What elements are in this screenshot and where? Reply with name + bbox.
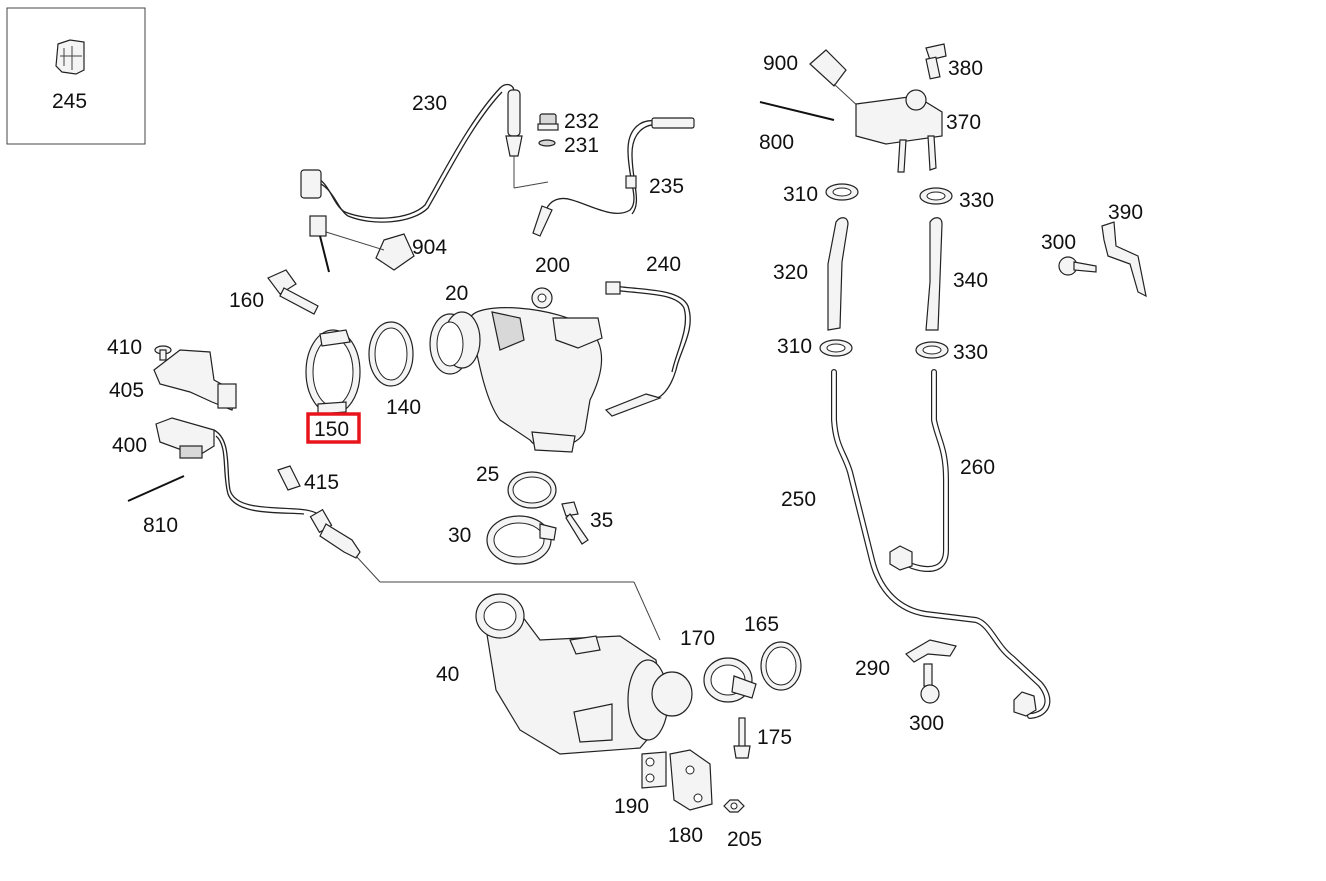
callout-170[interactable]: 170	[680, 627, 715, 650]
connector-900	[809, 49, 861, 109]
bracket-180	[669, 749, 713, 811]
callout-800[interactable]: 800	[759, 131, 794, 154]
selected-callout-150[interactable]: 150	[306, 412, 361, 444]
screw-300-top	[1058, 256, 1097, 276]
callout-310-bottom[interactable]: 310	[777, 335, 812, 358]
bolt-160	[267, 269, 319, 315]
callout-340[interactable]: 340	[953, 269, 988, 292]
clamp-150[interactable]	[305, 329, 361, 415]
callout-300-bottom[interactable]: 300	[909, 712, 944, 735]
callout-405[interactable]: 405	[109, 379, 144, 402]
callout-245[interactable]: 245	[52, 90, 87, 113]
nox-sensor	[309, 508, 661, 641]
clamp-310-bottom	[819, 339, 853, 357]
gasket-25	[507, 471, 557, 509]
clamp-330-top	[919, 187, 953, 205]
clip-415	[277, 465, 301, 491]
callout-810[interactable]: 810	[143, 514, 178, 537]
leader-800	[759, 101, 835, 121]
nut-205	[723, 799, 745, 813]
mount-190	[641, 751, 667, 789]
callout-330-bottom[interactable]: 330	[953, 341, 988, 364]
hose-320	[827, 217, 849, 331]
callout-190[interactable]: 190	[614, 795, 649, 818]
callout-30[interactable]: 30	[448, 524, 471, 547]
callout-400[interactable]: 400	[112, 434, 147, 457]
callout-415[interactable]: 415	[304, 471, 339, 494]
particulate-filter-40	[475, 593, 693, 755]
callout-40[interactable]: 40	[436, 663, 459, 686]
callout-260[interactable]: 260	[960, 456, 995, 479]
bracket-390	[1101, 221, 1147, 298]
temp-sensor-240	[604, 281, 691, 417]
callout-410[interactable]: 410	[107, 336, 142, 359]
callout-140[interactable]: 140	[386, 396, 421, 419]
clamp-330-bottom	[915, 341, 949, 359]
ring-140	[368, 321, 414, 387]
bolt-175	[733, 717, 751, 759]
screw-380	[925, 43, 947, 80]
screw-410	[154, 345, 172, 361]
callout-320[interactable]: 320	[773, 261, 808, 284]
callout-290[interactable]: 290	[855, 657, 890, 680]
callout-900[interactable]: 900	[763, 52, 798, 75]
seal-231	[538, 139, 556, 147]
callout-904[interactable]: 904	[412, 236, 447, 259]
leader-810	[127, 475, 185, 502]
sensor-400	[155, 417, 327, 523]
bracket-405	[153, 349, 237, 411]
callout-175[interactable]: 175	[757, 726, 792, 749]
callout-370[interactable]: 370	[946, 111, 981, 134]
catalytic-converter-20	[429, 287, 603, 453]
callout-160[interactable]: 160	[229, 289, 264, 312]
callout-205[interactable]: 205	[727, 828, 762, 851]
callout-20[interactable]: 20	[445, 282, 468, 305]
callout-330-top[interactable]: 330	[959, 189, 994, 212]
pressure-sensor-370	[855, 89, 943, 173]
hose-340	[925, 217, 943, 331]
bracket-290	[905, 639, 957, 663]
callout-180[interactable]: 180	[668, 824, 703, 847]
callout-35[interactable]: 35	[590, 509, 613, 532]
sensor-harness-230	[300, 83, 549, 223]
gasket-165	[760, 641, 802, 691]
callout-240[interactable]: 240	[646, 253, 681, 276]
callout-235[interactable]: 235	[649, 175, 684, 198]
callout-310-top[interactable]: 310	[783, 183, 818, 206]
clamp-170	[703, 657, 757, 703]
callout-165[interactable]: 165	[744, 613, 779, 636]
callout-390[interactable]: 390	[1108, 201, 1143, 224]
temp-sensor-235	[532, 117, 695, 237]
callout-150[interactable]: 150	[314, 418, 349, 441]
clamp-30	[486, 515, 557, 565]
plug-232	[537, 113, 559, 131]
screw-300-bottom	[920, 663, 940, 704]
callout-232[interactable]: 232	[564, 110, 599, 133]
clamp-310-top	[825, 183, 859, 201]
callout-380[interactable]: 380	[948, 57, 983, 80]
pipe-260	[889, 369, 949, 572]
callout-200[interactable]: 200	[535, 254, 570, 277]
callout-300-top[interactable]: 300	[1041, 231, 1076, 254]
pipe-250	[831, 369, 1051, 719]
inset-box-245[interactable]: 245	[6, 7, 146, 145]
connector-904	[309, 215, 415, 273]
callout-231[interactable]: 231	[564, 134, 599, 157]
bolt-35	[561, 501, 589, 545]
callout-230[interactable]: 230	[412, 92, 447, 115]
callout-25[interactable]: 25	[476, 463, 499, 486]
callout-250[interactable]: 250	[781, 488, 816, 511]
clip-part-245	[55, 39, 85, 75]
